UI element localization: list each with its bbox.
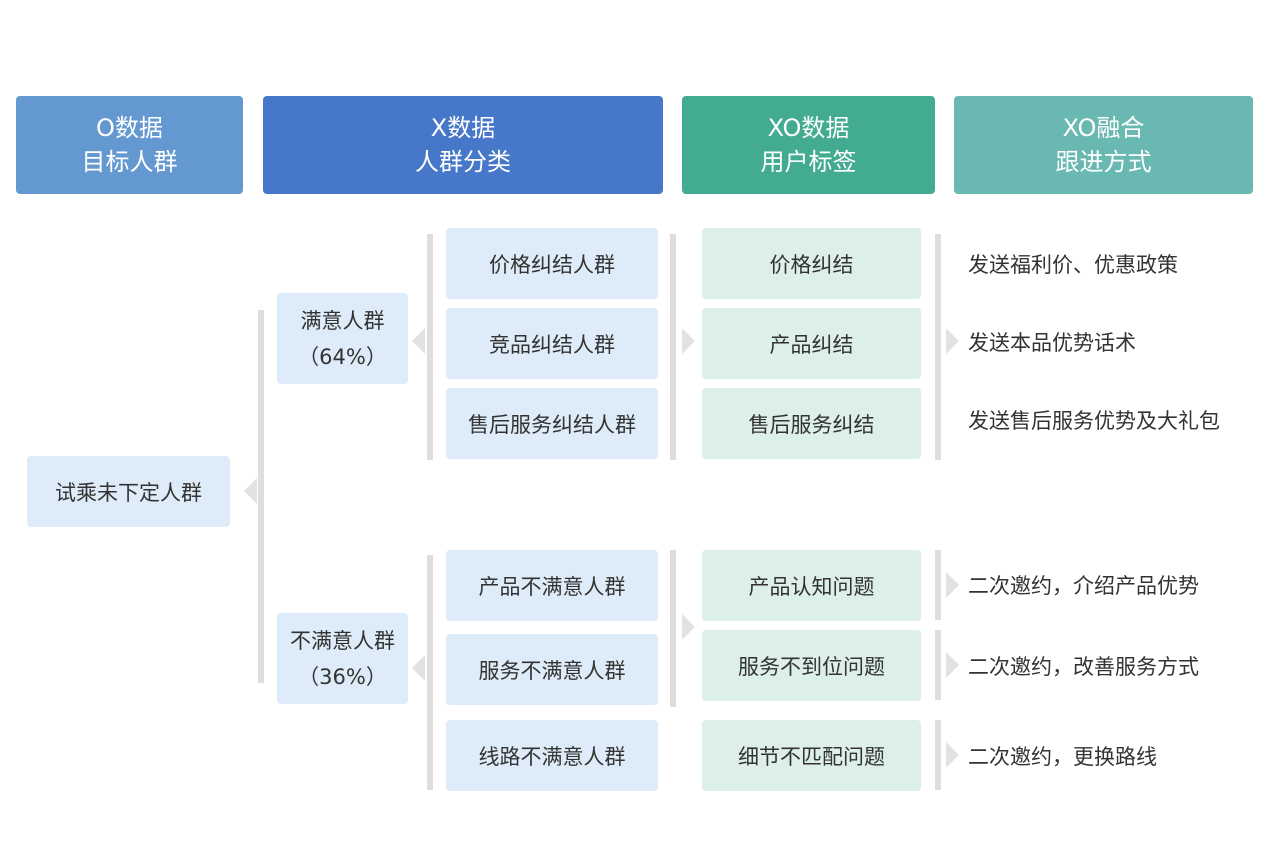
- connector-arrow: [412, 328, 425, 354]
- group-unsatisfied: 不满意人群 （36%）: [277, 613, 408, 704]
- connector-arrow: [682, 614, 695, 640]
- header-title: O数据: [96, 114, 163, 142]
- connector-line: [935, 234, 941, 460]
- connector-arrow: [946, 328, 959, 354]
- connector-arrow: [244, 478, 257, 504]
- segment-node: 售后服务纠结人群: [446, 388, 658, 459]
- header-subtitle: 跟进方式: [1055, 148, 1152, 176]
- header-o-data: O数据 目标人群: [16, 96, 243, 194]
- group-percent: （36%）: [298, 664, 387, 689]
- header-subtitle: 目标人群: [81, 148, 178, 176]
- group-satisfied: 满意人群 （64%）: [277, 293, 408, 384]
- tag-node: 细节不匹配问题: [702, 720, 921, 791]
- tag-label: 产品纠结: [769, 332, 854, 357]
- header-title: XO融合: [1062, 114, 1145, 142]
- segment-label: 售后服务纠结人群: [468, 412, 636, 437]
- connector-line: [258, 310, 264, 683]
- group-name: 满意人群: [300, 308, 385, 333]
- action-text: 二次邀约，介绍产品优势: [968, 567, 1199, 603]
- tag-label: 价格纠结: [769, 252, 854, 277]
- tag-label: 服务不到位问题: [738, 654, 885, 679]
- connector-line: [935, 630, 941, 700]
- connector-arrow: [946, 572, 959, 598]
- segment-node: 价格纠结人群: [446, 228, 658, 299]
- header-xo-fusion: XO融合 跟进方式: [954, 96, 1253, 194]
- segment-node: 线路不满意人群: [446, 720, 658, 791]
- group-name: 不满意人群: [290, 628, 395, 653]
- action-text: 二次邀约，改善服务方式: [968, 648, 1199, 684]
- tag-label: 细节不匹配问题: [738, 744, 885, 769]
- tag-node: 价格纠结: [702, 228, 921, 299]
- action-label: 二次邀约，改善服务方式: [968, 655, 1199, 679]
- action-label: 发送本品优势话术: [968, 331, 1136, 355]
- segment-node: 服务不满意人群: [446, 634, 658, 705]
- connector-line: [427, 234, 433, 460]
- connector-arrow: [946, 652, 959, 678]
- action-text: 二次邀约，更换路线: [968, 738, 1157, 774]
- root-label: 试乘未下定人群: [55, 480, 202, 505]
- segment-label: 竞品纠结人群: [489, 332, 615, 357]
- tag-label: 产品认知问题: [748, 574, 875, 599]
- segment-node: 产品不满意人群: [446, 550, 658, 621]
- connector-line: [935, 720, 941, 790]
- root-node: 试乘未下定人群: [27, 456, 230, 527]
- header-title: XO数据: [767, 114, 850, 142]
- connector-line: [670, 234, 676, 460]
- action-label: 发送福利价、优惠政策: [968, 253, 1178, 277]
- header-subtitle: 人群分类: [415, 148, 511, 176]
- header-subtitle: 用户标签: [760, 148, 857, 176]
- action-text: 发送售后服务优势及大礼包: [968, 402, 1220, 438]
- header-xo-data: XO数据 用户标签: [682, 96, 935, 194]
- segment-label: 线路不满意人群: [478, 744, 626, 769]
- connector-line: [427, 555, 433, 790]
- tag-node: 售后服务纠结: [702, 388, 921, 459]
- connector-arrow: [682, 328, 695, 354]
- tag-node: 产品纠结: [702, 308, 921, 379]
- connector-line: [935, 550, 941, 620]
- tag-node: 产品认知问题: [702, 550, 921, 621]
- action-text: 发送本品优势话术: [968, 324, 1136, 360]
- group-percent: （64%）: [298, 344, 387, 369]
- header-title: X数据: [430, 114, 496, 142]
- tag-node: 服务不到位问题: [702, 630, 921, 701]
- action-label: 二次邀约，更换路线: [968, 745, 1157, 769]
- action-label: 发送售后服务优势及大礼包: [968, 409, 1220, 433]
- action-label: 二次邀约，介绍产品优势: [968, 574, 1199, 598]
- header-x-data: X数据 人群分类: [263, 96, 663, 194]
- connector-arrow: [412, 655, 425, 681]
- segment-label: 产品不满意人群: [478, 574, 626, 599]
- segment-label: 价格纠结人群: [489, 252, 615, 277]
- connector-line: [670, 550, 676, 707]
- segment-node: 竞品纠结人群: [446, 308, 658, 379]
- connector-arrow: [946, 742, 959, 768]
- segment-label: 服务不满意人群: [478, 658, 626, 683]
- tag-label: 售后服务纠结: [748, 412, 875, 437]
- action-text: 发送福利价、优惠政策: [968, 246, 1178, 282]
